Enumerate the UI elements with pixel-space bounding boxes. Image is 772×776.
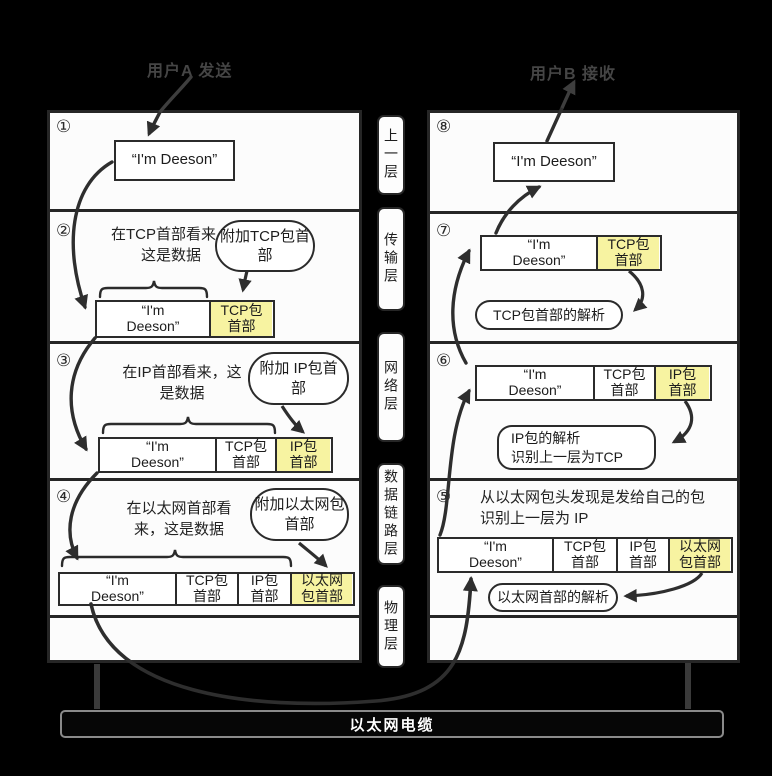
note-step5: 从以太网包头发现是发给自己的包 识别上一层为 IP bbox=[480, 489, 706, 527]
row-divider bbox=[50, 209, 359, 212]
row-divider bbox=[430, 478, 737, 481]
step-7-number: ⑦ bbox=[436, 221, 452, 240]
step-8-number: ⑧ bbox=[436, 117, 452, 136]
step-4-number: ④ bbox=[56, 487, 72, 506]
tcp-header-cell: TCP包 首部 bbox=[175, 572, 237, 604]
data-cell: “I'm Deeson” bbox=[91, 572, 144, 604]
receiver-label: 用户B 接收 bbox=[530, 66, 617, 83]
layer-label-upper: 上一层 bbox=[377, 115, 405, 195]
data-cell: “I'm Deeson” bbox=[131, 151, 218, 169]
bubble-parse-eth: 以太网首部的解析 bbox=[488, 583, 618, 612]
layer-label-datalink: 数据链路层 bbox=[377, 463, 405, 565]
bubble-parse-tcp: TCP包首部的解析 bbox=[475, 300, 623, 330]
row-divider bbox=[430, 615, 737, 618]
sender-label: 用户A 发送 bbox=[147, 63, 233, 80]
packet-box-step6: “I'm Deeson” TCP包 首部 IP包 首部 bbox=[475, 365, 712, 401]
ip-header-cell: IP包 首部 bbox=[654, 366, 709, 399]
row-divider bbox=[50, 478, 359, 481]
step-5-number: ⑤ bbox=[436, 487, 452, 506]
row-divider bbox=[50, 341, 359, 344]
step-6-number: ⑥ bbox=[436, 351, 452, 370]
step-1-number: ① bbox=[56, 117, 72, 136]
bubble-attach-eth: 附加以太网包 首部 bbox=[250, 488, 349, 541]
eth-header-cell: 以太网 包首部 bbox=[290, 572, 352, 604]
packet-box-step2: “I'm Deeson” TCP包 首部 bbox=[95, 300, 275, 338]
data-cell: “I'm Deeson” bbox=[512, 236, 566, 268]
layer-label-network: 网络层 bbox=[377, 332, 405, 442]
data-cell: “I'm Deeson” bbox=[126, 302, 180, 334]
layer-label-transport: 传输层 bbox=[377, 207, 405, 311]
bubble-attach-tcp: 附加TCP包首 部 bbox=[215, 220, 315, 272]
step-3-number: ③ bbox=[56, 351, 72, 370]
receiver-arrow-tip bbox=[560, 79, 576, 109]
eth-header-cell: 以太网 包首部 bbox=[668, 538, 730, 571]
note-step2: 在TCP首部看来， 这是数据 bbox=[110, 226, 231, 264]
tcp-header-cell: TCP包 首部 bbox=[552, 538, 616, 571]
bubble-parse-ip: IP包的解析 识别上一层为TCP bbox=[497, 425, 656, 470]
sender-arrow bbox=[158, 75, 193, 114]
layer-label-physical: 物理层 bbox=[377, 585, 405, 668]
row-divider bbox=[430, 211, 737, 214]
ip-header-cell: IP包 首部 bbox=[616, 538, 668, 571]
tcp-header-cell: TCP包 首部 bbox=[215, 438, 275, 471]
data-cell: “I'm Deeson” bbox=[131, 438, 184, 470]
row-divider bbox=[430, 341, 737, 344]
data-cell: “I'm Deeson” bbox=[511, 152, 597, 170]
ip-header-cell: IP包 首部 bbox=[275, 438, 330, 471]
packet-box-step8: “I'm Deeson” bbox=[493, 142, 615, 182]
tcp-header-cell: TCP包 首部 bbox=[593, 366, 654, 399]
packet-box-step3: “I'm Deeson” TCP包 首部 IP包 首部 bbox=[98, 437, 333, 473]
packet-box-step5: “I'm Deeson” TCP包 首部 IP包 首部 以太网 包首部 bbox=[437, 537, 733, 573]
ethernet-cable: 以太网电缆 bbox=[60, 710, 724, 738]
tcp-header-cell: TCP包 首部 bbox=[596, 236, 659, 269]
bubble-attach-ip: 附加 IP包首 部 bbox=[248, 352, 349, 405]
packet-box-step7: “I'm Deeson” TCP包 首部 bbox=[480, 235, 662, 271]
packet-box-step4: “I'm Deeson” TCP包 首部 IP包 首部 以太网 包首部 bbox=[58, 572, 355, 606]
data-cell: “I'm Deeson” bbox=[508, 366, 562, 398]
note-step3: 在IP首部看来，这 是数据 bbox=[122, 364, 242, 402]
ip-header-cell: IP包 首部 bbox=[237, 572, 290, 604]
row-divider bbox=[50, 615, 359, 618]
tcp-header-cell: TCP包 首部 bbox=[209, 302, 272, 336]
packet-box-step1: “I'm Deeson” bbox=[114, 140, 235, 181]
data-cell: “I'm Deeson” bbox=[469, 538, 522, 570]
step-2-number: ② bbox=[56, 221, 72, 240]
note-step4: 在以太网首部看 来，这是数据 bbox=[126, 500, 232, 538]
